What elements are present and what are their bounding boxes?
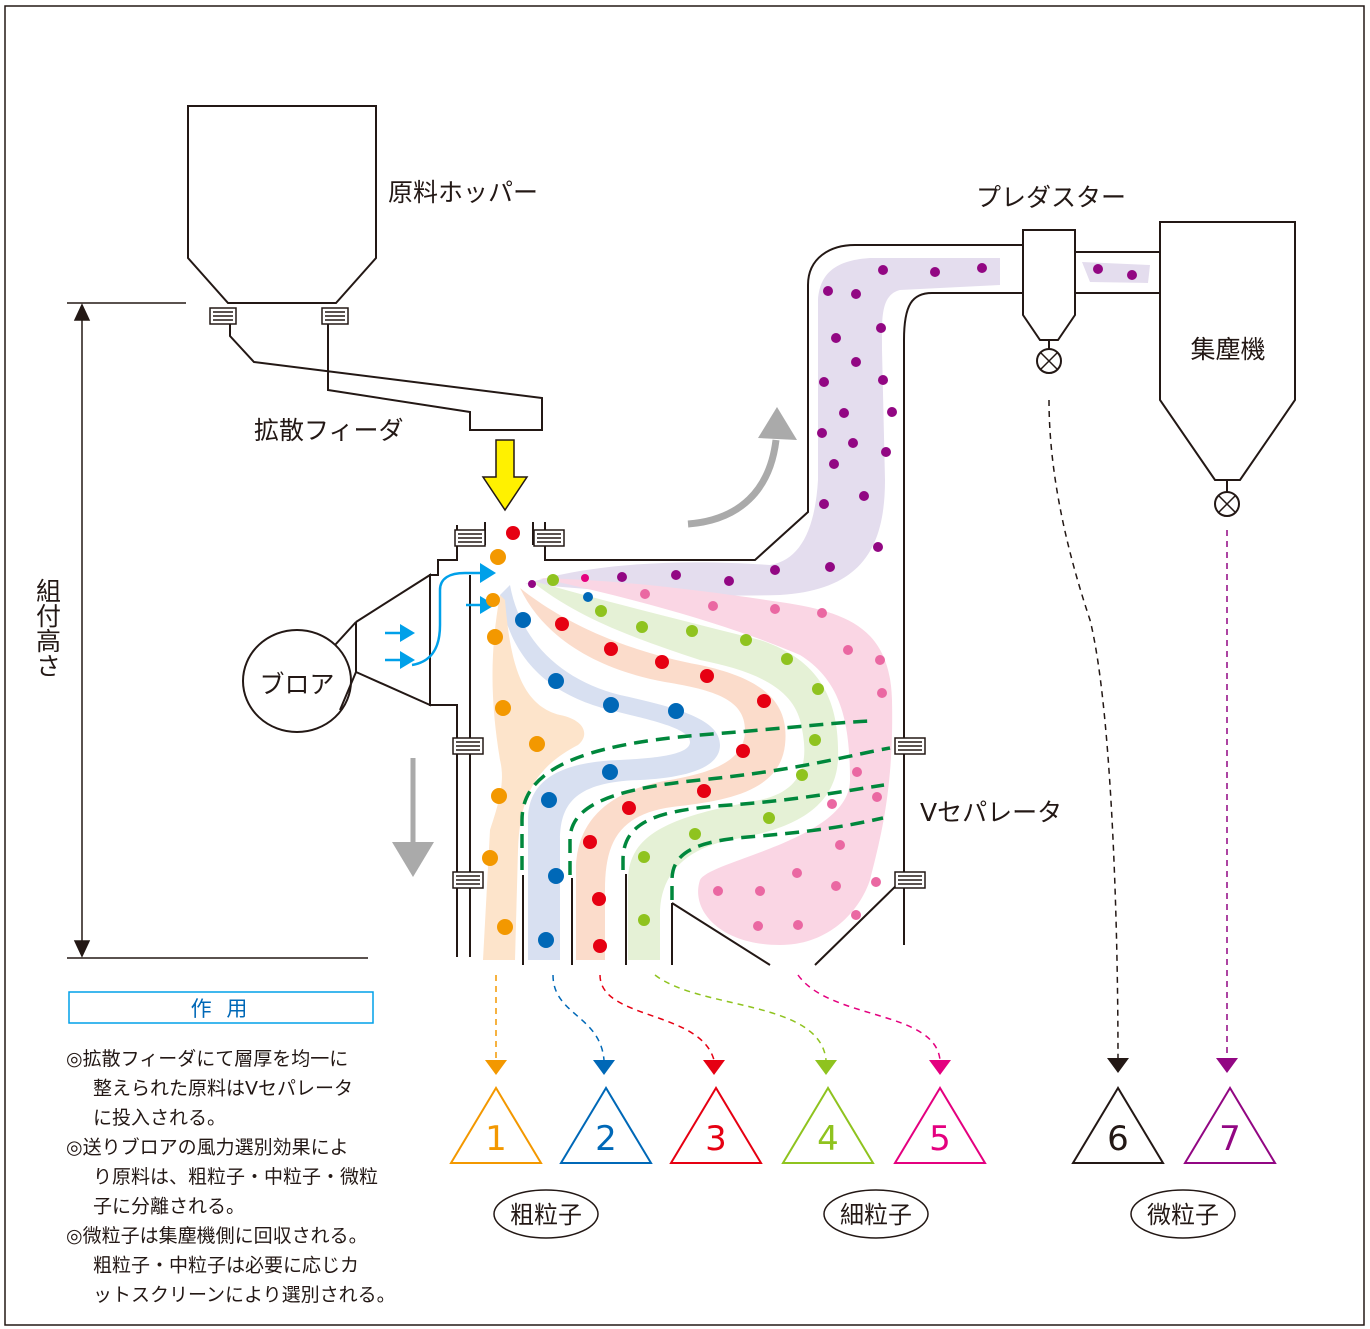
output-number: 5 (929, 1119, 951, 1159)
band-pink (540, 578, 893, 945)
output-triangle (893, 1086, 987, 1164)
micro-label: 微粒子 (1147, 1201, 1219, 1229)
flange-icon (209, 307, 237, 325)
separator-label: Vセパレータ (920, 798, 1062, 827)
output-number: 3 (705, 1119, 727, 1159)
predust-cyclone (1022, 229, 1076, 341)
guide-dashes (520, 719, 891, 900)
action-line: ◎微粒子は集塵機側に回収される。 (66, 1225, 368, 1247)
flange-icon (452, 871, 484, 889)
output-4: 4 (781, 1086, 875, 1164)
action-line: ◎拡散フィーダにて層厚を均一に (66, 1048, 348, 1070)
output-number: 2 (595, 1119, 617, 1159)
output-number: 1 (485, 1119, 507, 1159)
output-number: 4 (817, 1119, 839, 1159)
flange-icon (454, 529, 486, 547)
raw-material-hopper (187, 105, 377, 304)
output-triangles: 1 2 3 4 5 6 7 (449, 1086, 1277, 1164)
output-arrowheads (485, 1058, 1238, 1075)
output-triangle (1071, 1086, 1165, 1164)
output-5: 5 (893, 1086, 987, 1164)
action-line: 整えられた原料はVセパレータ (93, 1078, 353, 1100)
separator-body (429, 244, 1160, 966)
collector-label: 集塵機 (1190, 335, 1265, 364)
height-dimension (67, 302, 368, 959)
band-green (530, 580, 839, 960)
blower-label: ブロア (259, 670, 334, 699)
outer-frame (4, 5, 1365, 1326)
output-1: 1 (449, 1086, 543, 1164)
air-inlet-arrow-icon (385, 563, 496, 669)
particles (482, 263, 1137, 953)
flange-icon (533, 529, 565, 547)
flange-icon (894, 737, 926, 755)
hopper-group (187, 105, 543, 431)
band-purple-right (1082, 262, 1150, 283)
output-triangle (559, 1086, 653, 1164)
action-title: 作 用 (191, 997, 252, 1021)
output-3: 3 (669, 1086, 763, 1164)
flow-arrows (385, 407, 797, 877)
blower-housing (242, 629, 352, 733)
dust-collector (1159, 221, 1296, 481)
output-triangle (449, 1086, 543, 1164)
predust-label: プレダスター (976, 183, 1126, 212)
action-line: ◎送りブロアの風力選別効果によ (66, 1136, 349, 1159)
action-line: に投入される。 (93, 1107, 226, 1129)
flange-icon (894, 871, 926, 889)
air-up-arrow-icon (687, 439, 780, 528)
labels: 原料ホッパー 拡散フィーダ ブロア Vセパレータ プレダスター 集塵機 組付高さ… (33, 178, 1266, 1229)
band-purple (525, 258, 1000, 596)
duct-inner (903, 292, 1023, 945)
group-badges (493, 1189, 1236, 1239)
action-line: 粗粒子・中粒子は必要に応じカ (93, 1255, 359, 1277)
output-2: 2 (559, 1086, 653, 1164)
band-orange (483, 595, 585, 960)
output-6: 6 (1071, 1086, 1165, 1164)
height-label: 組付高さ (33, 578, 62, 678)
fine-label: 細粒子 (840, 1201, 912, 1229)
output-number: 7 (1219, 1119, 1241, 1159)
separator-outline (429, 525, 458, 957)
blower-duct (355, 573, 431, 707)
feed-arrow-icon (481, 439, 529, 512)
output-number: 6 (1107, 1119, 1129, 1159)
separator-hopper-bottom (671, 877, 905, 966)
coarse-label: 粗粒子 (510, 1201, 582, 1229)
predust-group (1022, 229, 1076, 374)
output-triangle (1183, 1086, 1277, 1164)
blower-spout (334, 621, 357, 711)
action-line: ットスクリーンにより選別される。 (93, 1284, 396, 1306)
action-title-box (68, 991, 374, 1024)
output-triangle (781, 1086, 875, 1164)
output-7: 7 (1183, 1086, 1277, 1164)
diffusion-feeder (229, 324, 543, 431)
flange-icon (321, 307, 349, 325)
hopper-label: 原料ホッパー (388, 178, 538, 207)
band-red (520, 588, 786, 960)
action-line: 子に分離される。 (93, 1196, 245, 1218)
flange-icon (452, 737, 484, 755)
blower-group (242, 573, 431, 733)
flanges (209, 307, 926, 889)
output-triangle (669, 1086, 763, 1164)
output-lines (495, 399, 1228, 1061)
action-line: り原料は、粗粒子・中粒子・微粒 (93, 1166, 378, 1188)
collector-group (1159, 221, 1296, 517)
duct-outer (544, 244, 1023, 561)
feeder-label: 拡散フィーダ (254, 416, 404, 445)
